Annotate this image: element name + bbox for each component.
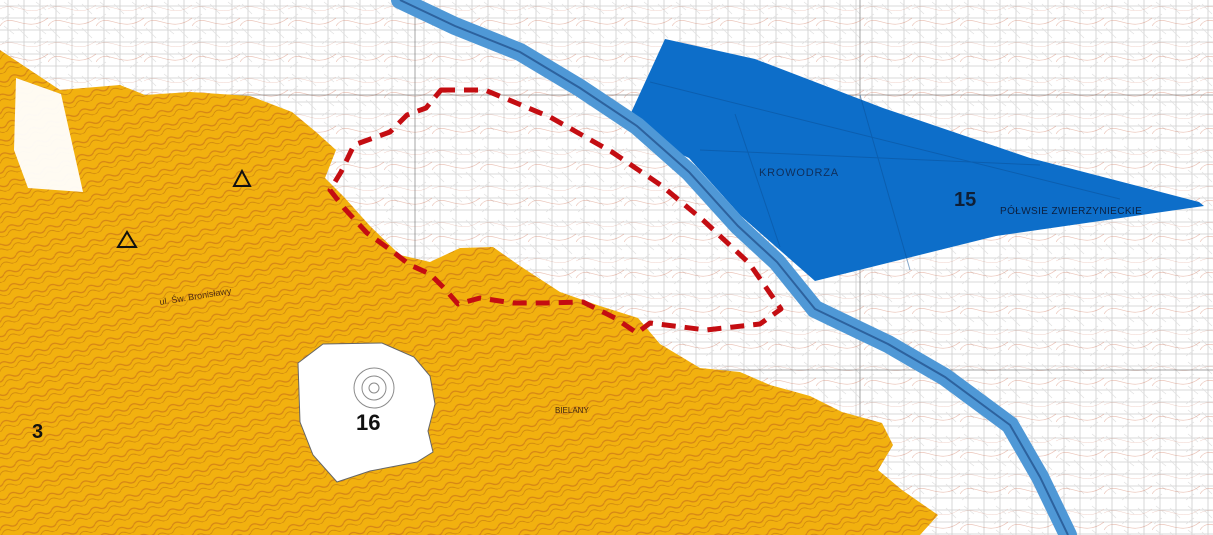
place-label-krowodrza: KROWODRZA xyxy=(759,167,839,179)
dashed-boundary xyxy=(327,87,784,336)
place-label-polwsie-zwierzynieckie: PÓŁWSIE ZWIERZYNIECKIE xyxy=(1000,204,1142,217)
zone-label-15: 15 xyxy=(954,189,976,211)
white-notch-top-left xyxy=(14,78,83,192)
blue-zone-15 xyxy=(624,39,1204,281)
zone-label-16: 16 xyxy=(356,410,380,435)
white-enclave-16 xyxy=(297,342,436,483)
place-label-bielany: BIELANY xyxy=(555,406,589,415)
triangle-marker-icon xyxy=(116,168,252,248)
zone-label-3: 3 xyxy=(32,421,43,443)
